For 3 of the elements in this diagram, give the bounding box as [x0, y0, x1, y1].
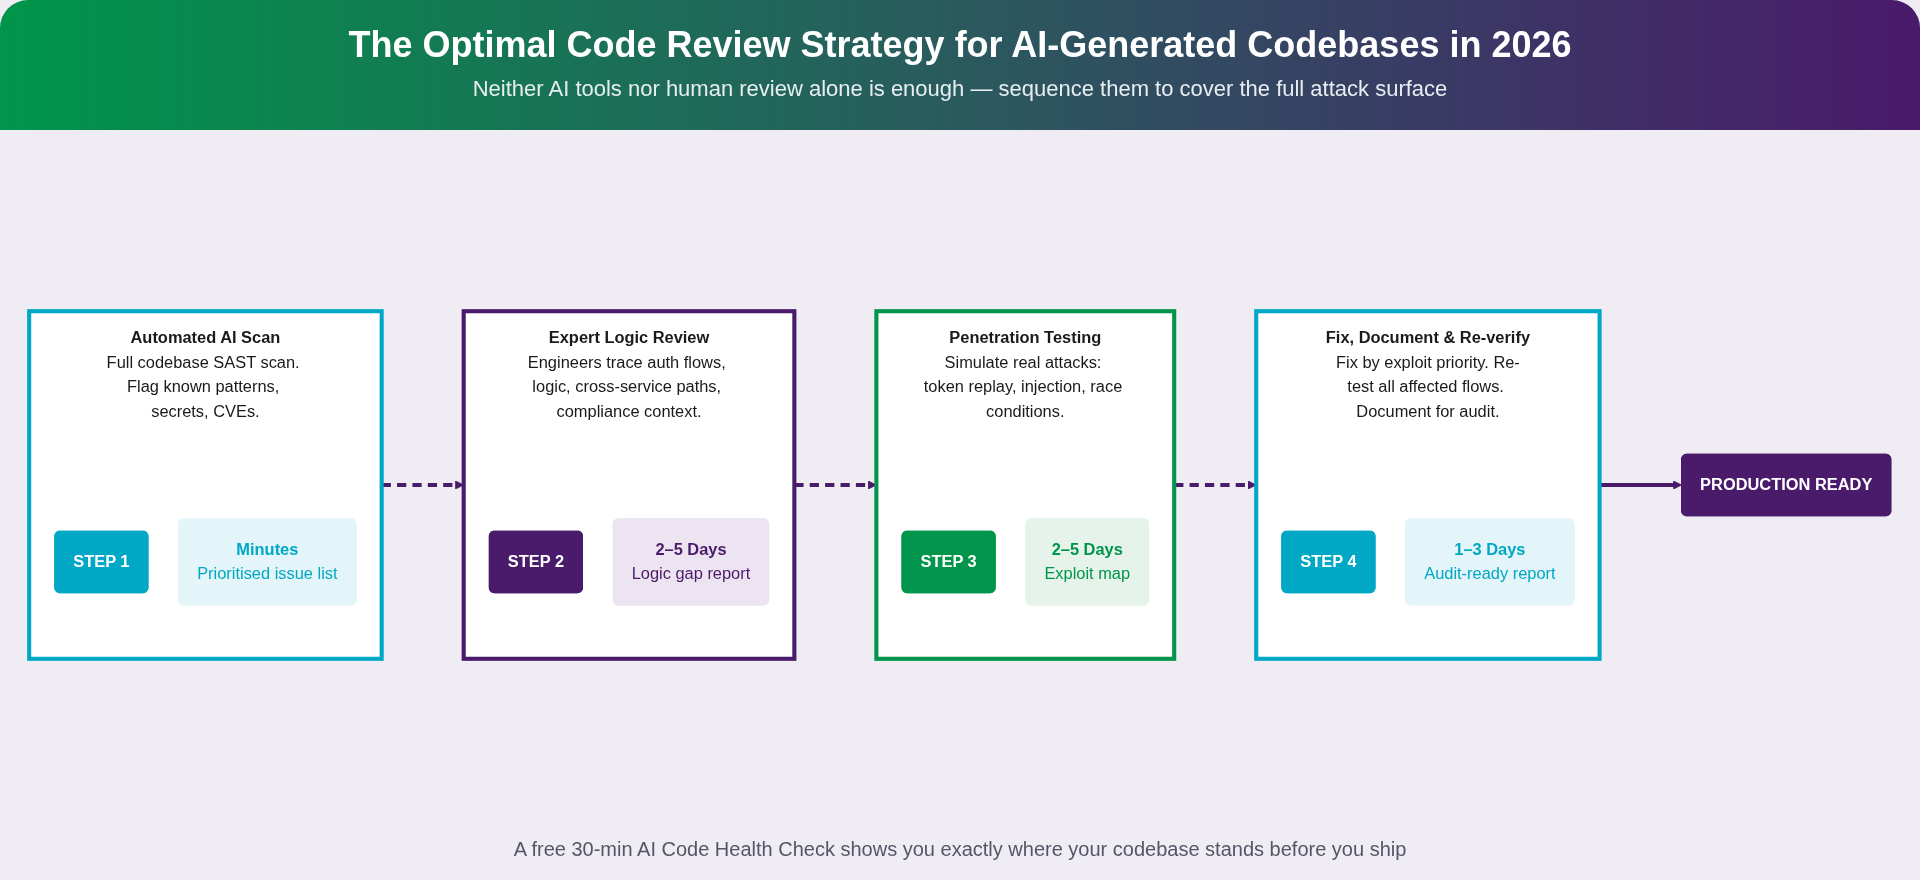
subtitle-text: Neither AI tools nor human review alone is enough — sequence them to cover the full attack surface — [472, 76, 1448, 102]
diagram-title: The Optimal Code Review Strategy for AI-Generated Codebases in 2026 — [348, 24, 1572, 66]
footer-note: A free 30-min AI Code Health Check shows you exactly where your codebase stands before you ship — [513, 838, 1407, 861]
